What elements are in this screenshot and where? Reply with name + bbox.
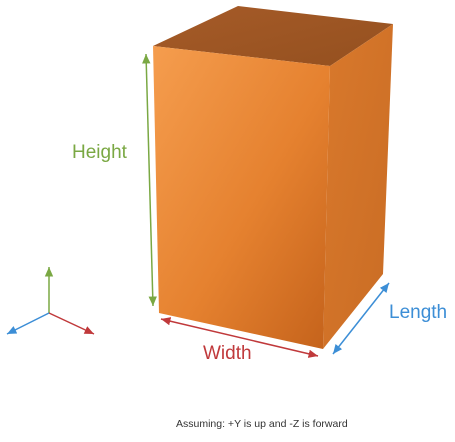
- length-arrow: [332, 282, 390, 355]
- axes-gizmo: [6, 267, 95, 335]
- height-arrow: [142, 53, 157, 307]
- width-label: Width: [203, 343, 252, 364]
- assumption-caption: Assuming: +Y is up and -Z is forward: [176, 418, 348, 430]
- height-label: Height: [72, 142, 128, 163]
- box-top-face: [153, 6, 393, 66]
- length-label: Length: [389, 302, 447, 323]
- axis-z-arrow: [6, 312, 50, 335]
- box-front-face: [153, 46, 330, 349]
- box: [153, 6, 393, 349]
- box-right-face: [323, 24, 393, 349]
- width-arrow: [160, 317, 319, 358]
- axis-x-arrow: [48, 312, 95, 335]
